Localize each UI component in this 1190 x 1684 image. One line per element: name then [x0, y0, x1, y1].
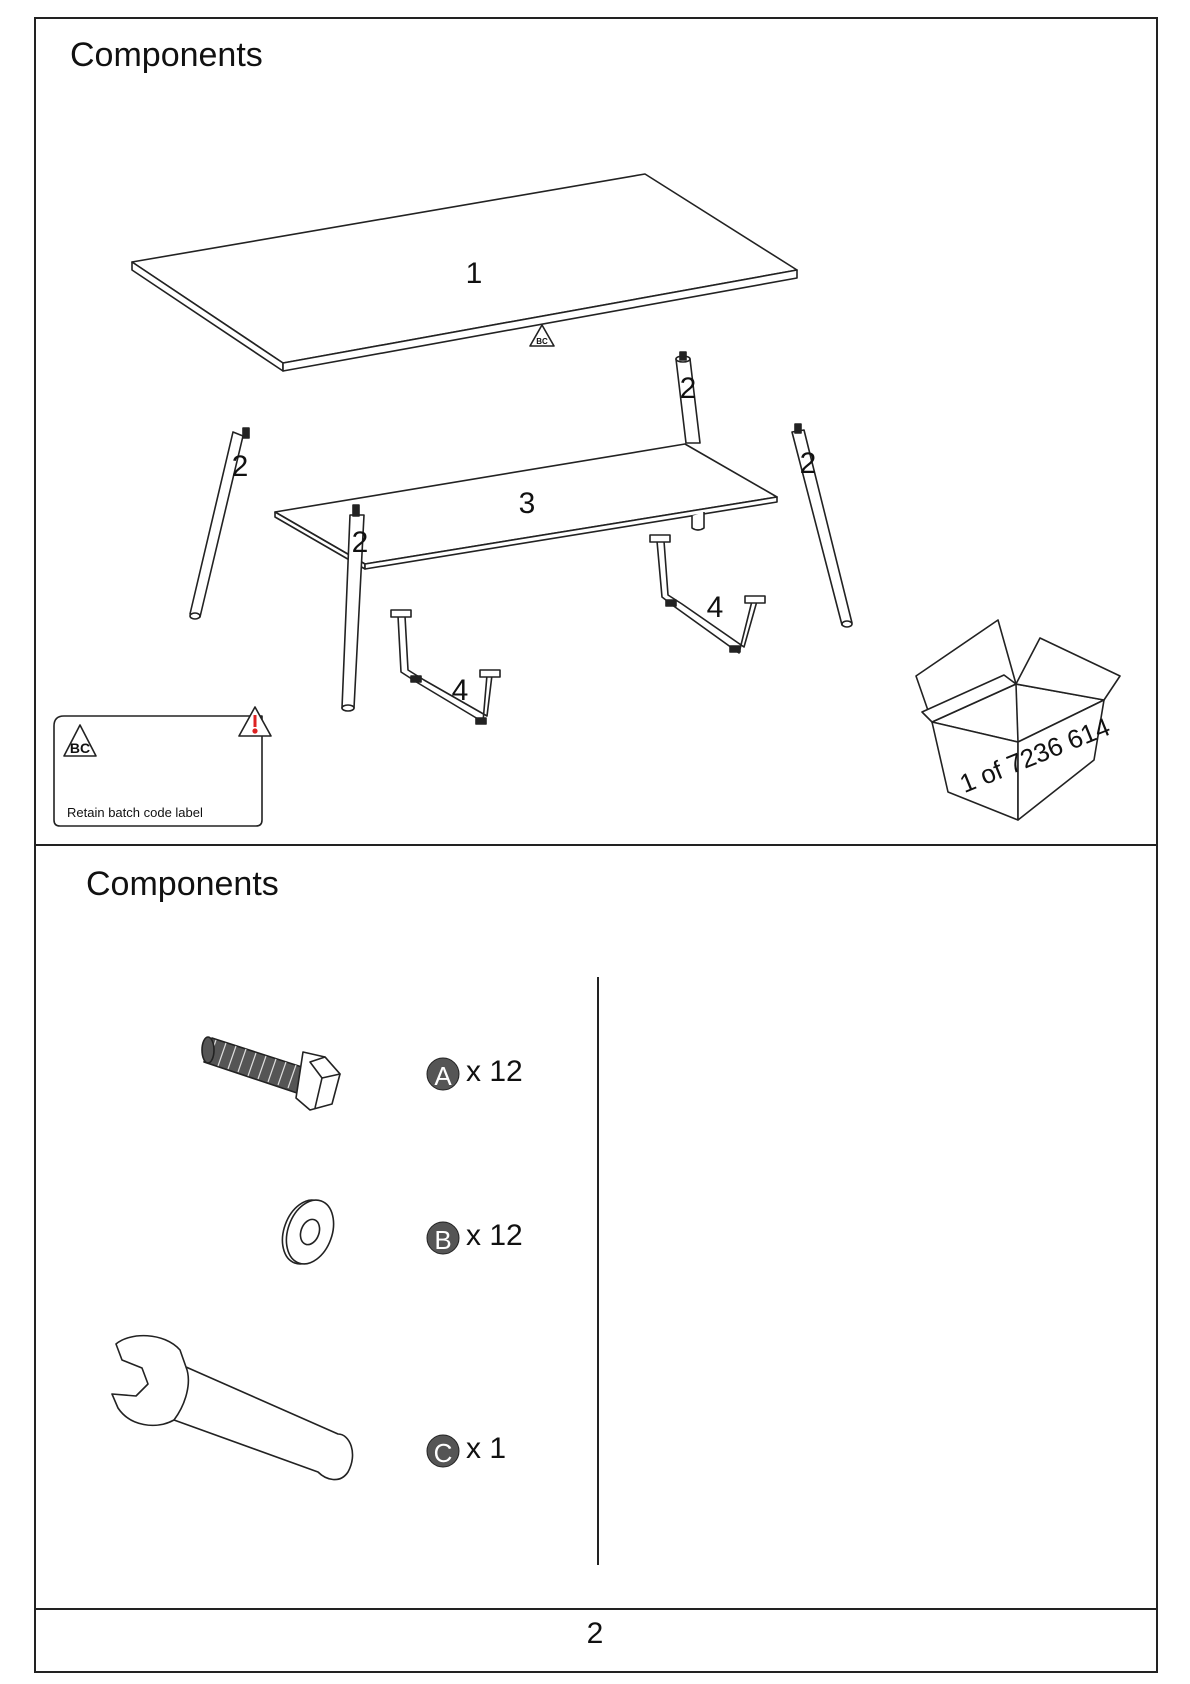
page-number: 2 [0, 1617, 1190, 1651]
hardware-badges: A B C [427, 1058, 459, 1468]
hardware-letter-a: A [434, 1061, 452, 1091]
part-label-leg: 2 [800, 447, 817, 480]
hardware-qty-b: x 12 [466, 1219, 523, 1253]
part-label-bracket: 4 [452, 674, 469, 707]
part-label-shelf: 3 [519, 487, 536, 520]
section2-title: Components [86, 865, 279, 904]
washer-icon [274, 1193, 342, 1270]
part-label-bracket: 4 [707, 591, 724, 624]
part-label-top: 1 [466, 257, 483, 290]
hardware-illustrations: A B C [100, 1010, 660, 1610]
part-label-leg: 2 [680, 372, 697, 405]
hardware-qty-c: x 1 [466, 1432, 506, 1466]
batch-code-text: Retain batch code label [67, 805, 203, 820]
bracket-left [391, 610, 500, 724]
part-label-leg: 2 [352, 526, 369, 559]
bc-badge-small: BC [536, 337, 548, 346]
table-top-panel [132, 174, 797, 371]
hardware-letter-c: C [434, 1438, 453, 1468]
bc-badge: BC [70, 740, 90, 756]
part-label-leg: 2 [232, 450, 249, 483]
hardware-qty-a: x 12 [466, 1055, 523, 1089]
exploded-table-diagram: 1 2 2 2 2 3 4 4 BC BC Retain batch code … [0, 0, 1190, 845]
bolt-icon [202, 1037, 340, 1110]
spanner-icon [112, 1336, 353, 1480]
hardware-letter-b: B [434, 1225, 451, 1255]
